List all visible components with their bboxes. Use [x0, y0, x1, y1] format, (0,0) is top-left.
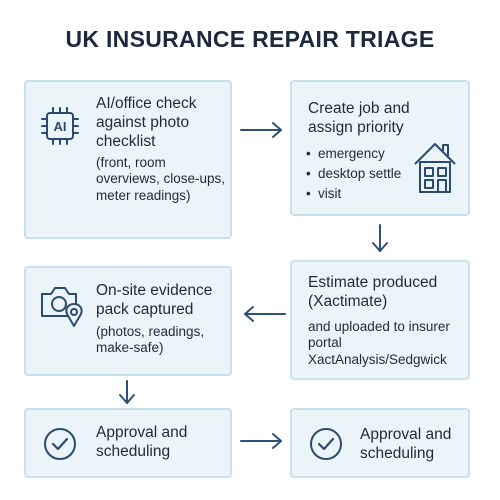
create-job-box: Create job and assign priority •emergenc… [290, 80, 470, 216]
ai-chip-label: AI [54, 119, 67, 134]
arrow-right-icon [240, 122, 282, 138]
house-icon [414, 143, 456, 193]
approval-right-box: Approval and scheduling [290, 408, 470, 478]
estimate-box: Estimate produced (Xactimate) and upload… [290, 260, 470, 380]
estimate-title: Estimate produced (Xactimate) [308, 274, 438, 310]
ai-check-detail: (front, room overviews, close-ups, meter… [96, 155, 226, 203]
ai-check-box: AI AI/office check against photo checkli… [24, 80, 232, 239]
arrow-down-icon [119, 380, 135, 404]
estimate-detail: and uploaded to insurer portal XactAnaly… [308, 319, 450, 367]
onsite-evidence-box: On-site evidence pack captured (photos, … [24, 266, 232, 376]
approval-left-title: Approval and scheduling [96, 424, 188, 460]
camera-location-icon [41, 287, 83, 327]
ai-check-title: AI/office check against photo checklist [96, 95, 197, 150]
onsite-title: On-site evidence pack captured [96, 282, 213, 318]
arrow-right-icon [240, 433, 282, 449]
arrow-down-icon [372, 224, 388, 252]
approval-right-title: Approval and scheduling [360, 426, 452, 462]
diagram-title: UK INSURANCE REPAIR TRIAGE [65, 26, 435, 52]
priority-list: •emergency •desktop settle •visit [306, 144, 416, 204]
arrow-left-icon [244, 306, 286, 322]
onsite-detail: (photos, readings, make-safe) [96, 324, 205, 356]
priority-item: •emergency [306, 146, 385, 161]
priority-item: •desktop settle [306, 166, 402, 181]
check-circle-icon [44, 428, 76, 460]
check-circle-icon [310, 428, 342, 460]
priority-item: •visit [306, 186, 342, 201]
create-job-title: Create job and assign priority [308, 100, 410, 136]
ai-chip-icon: AI [41, 107, 79, 145]
approval-left-box: Approval and scheduling [24, 408, 232, 478]
